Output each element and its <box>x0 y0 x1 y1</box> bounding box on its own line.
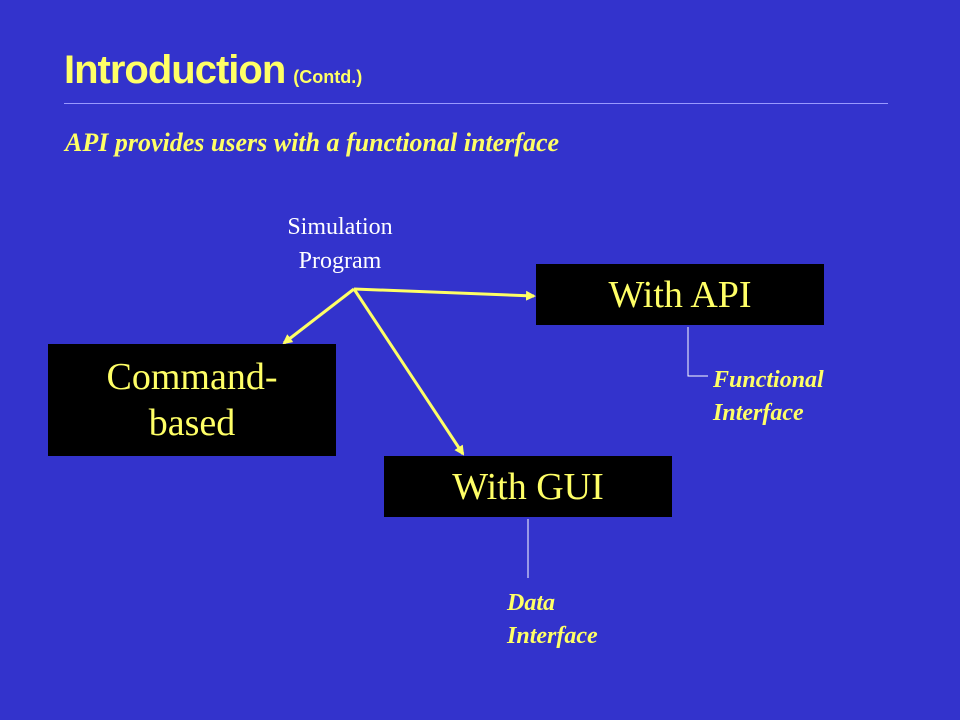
with-api-box: With API <box>536 264 824 325</box>
with-gui-label: With GUI <box>452 465 604 508</box>
arrow-to-api <box>353 287 536 301</box>
functional-note-line1: Functional <box>713 367 824 393</box>
data-interface-note: Data Interface <box>507 587 598 653</box>
title-main: Introduction <box>64 48 286 92</box>
slide-subtitle: API provides users with a functional int… <box>65 128 560 157</box>
functional-interface-note: Functional Interface <box>713 364 824 430</box>
data-note-line1: Data <box>507 590 555 616</box>
callout-line-functional <box>687 327 708 377</box>
command-based-box: Command- based <box>48 344 336 456</box>
command-based-label-line1: Command- <box>106 356 278 398</box>
command-based-label-line2: based <box>148 402 236 444</box>
with-api-label: With API <box>608 273 752 316</box>
simulation-label-line2: Program <box>298 248 382 274</box>
with-gui-box: With GUI <box>384 456 672 517</box>
arrow-to-gui <box>352 288 465 456</box>
simulation-label-line1: Simulation <box>287 214 393 240</box>
arrow-to-command <box>282 287 355 345</box>
title-suffix: (Contd.) <box>293 67 363 87</box>
simulation-program-label: Simulation Program <box>260 210 420 278</box>
data-note-line2: Interface <box>507 623 598 649</box>
slide-title: Introduction (Contd.) <box>64 48 362 93</box>
functional-note-line2: Interface <box>713 400 804 426</box>
title-divider <box>64 103 888 104</box>
